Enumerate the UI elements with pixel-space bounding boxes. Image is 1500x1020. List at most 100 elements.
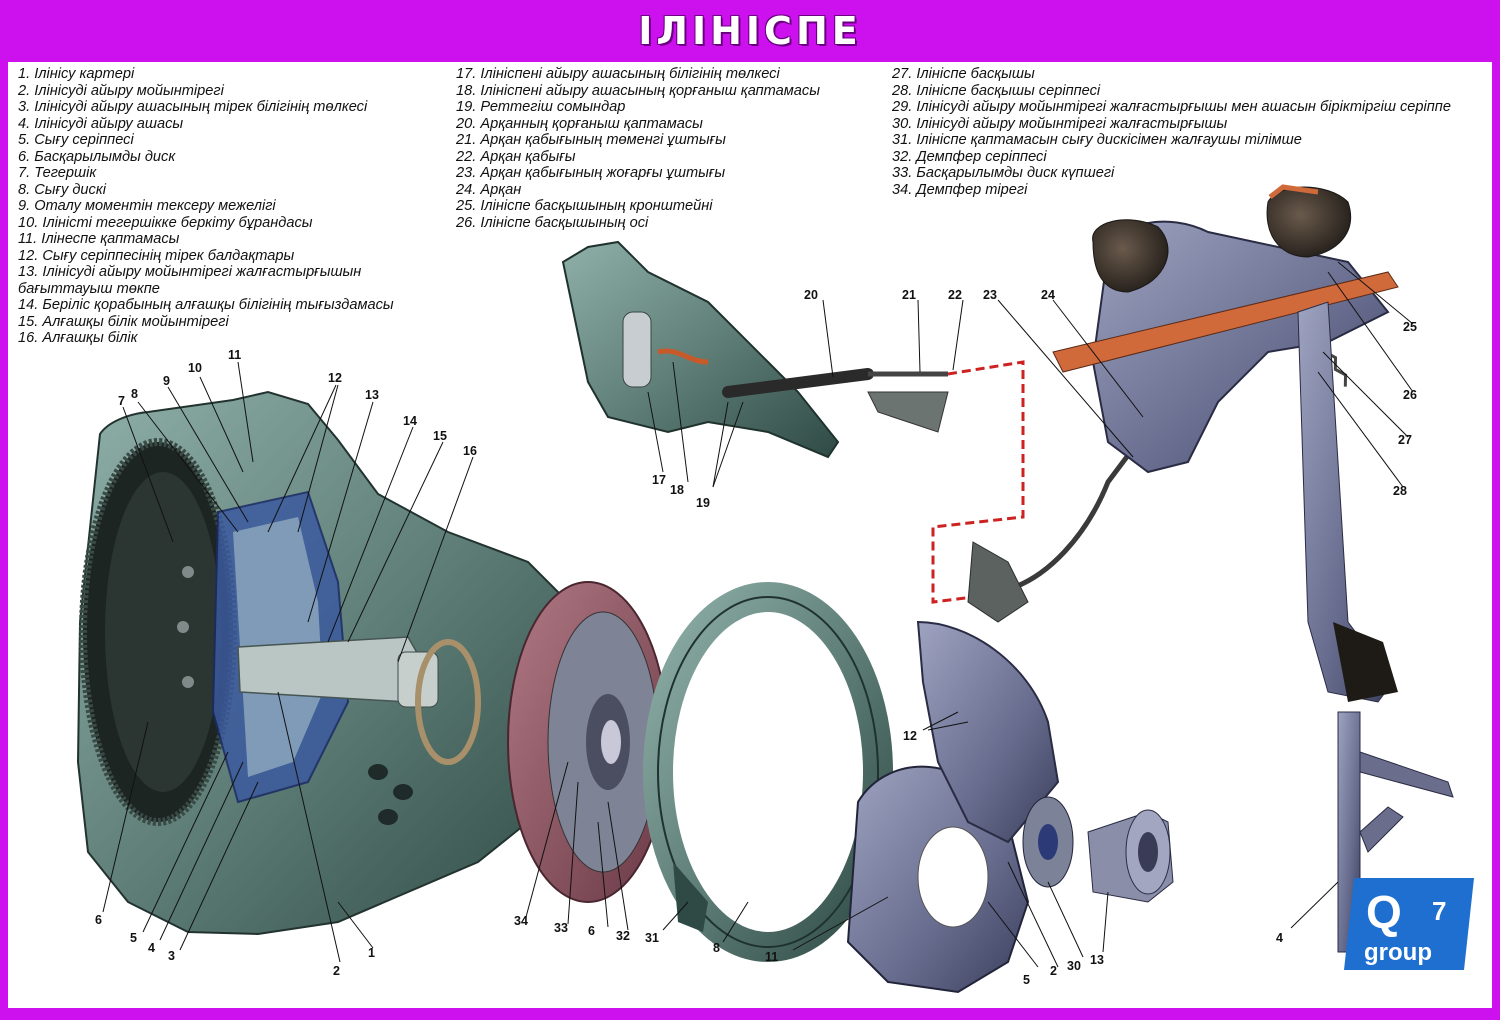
callout-12-spring: 12	[903, 729, 917, 743]
legend-item: 22. Арқан қабығы	[456, 148, 576, 165]
callout-28: 28	[1393, 484, 1407, 498]
legend-item: 18. Ілініспені айыру ашасының қорғаныш қ…	[456, 82, 820, 99]
legend-column-2: 17. Ілініспені айыру ашасының білігінің …	[456, 66, 896, 231]
callout-18: 18	[670, 483, 684, 497]
legend-item: 2. Ілінісуді айыру мойынтірегі	[18, 82, 224, 99]
callout-7: 7	[118, 394, 125, 408]
logo-background	[1344, 878, 1474, 970]
legend-item: 14. Беріліс қорабының алғашқы білігінің …	[18, 297, 394, 313]
callout-2-bearing: 2	[1050, 964, 1057, 978]
callout-5-spring: 5	[1023, 973, 1030, 987]
header-bar: ІЛІНІСПЕ	[0, 0, 1500, 62]
callout-25: 25	[1403, 320, 1417, 334]
callout-19: 19	[696, 496, 710, 510]
callout-14: 14	[403, 414, 417, 428]
callout-9: 9	[163, 374, 170, 388]
callout-26: 26	[1403, 388, 1417, 402]
legend-item: 19. Реттегіш сомындар	[456, 99, 626, 115]
callout-15: 15	[433, 429, 447, 443]
callout-21: 21	[902, 288, 916, 302]
callout-11-cover: 11	[765, 950, 778, 964]
callout-22: 22	[948, 288, 962, 302]
legend-item: 15. Алғашқы білік мойынтірегі	[18, 313, 229, 330]
logo-word: group	[1364, 939, 1432, 966]
page-title: ІЛІНІСПЕ	[638, 9, 862, 53]
callout-17: 17	[652, 473, 666, 487]
callout-6: 6	[95, 913, 102, 927]
callout-1: 1	[368, 946, 375, 960]
callout-16: 16	[463, 444, 477, 458]
callout-4-fork: 4	[1276, 931, 1283, 945]
legend-item: 24. Арқан	[456, 181, 522, 198]
guide-sleeve	[1087, 809, 1174, 903]
diaphragm-spring	[916, 620, 1060, 844]
cable-fork-cover	[561, 240, 949, 459]
legend-item: 21. Арқан қабығының төменгі ұштығы	[456, 132, 726, 148]
callout-33: 33	[554, 921, 568, 935]
legend-item: 4. Ілінісуді айыру ашасы	[18, 115, 184, 132]
legend-item: 5. Сығу серіппесі	[18, 132, 134, 148]
pressure-plate-ring	[643, 582, 893, 962]
callout-23: 23	[983, 288, 997, 302]
callout-8: 8	[131, 387, 138, 401]
legend-item: 17. Ілініспені айыру ашасының білігінің …	[456, 66, 780, 82]
q7-group-logo: Q 7 group	[1344, 878, 1474, 970]
callout-27: 27	[1398, 433, 1412, 447]
callout-8-ring: 8	[713, 941, 720, 955]
legend-item: 8. Сығу дискі	[18, 181, 106, 198]
cable-bracket	[967, 541, 1029, 623]
callout-12: 12	[328, 371, 342, 385]
legend-item: 13. Ілінісуді айыру мойынтірегі жалғасты…	[18, 264, 362, 297]
legend-item: 3. Ілінісуді айыру ашасының тірек білігі…	[18, 99, 368, 115]
callout-31: 31	[645, 931, 659, 945]
legend-item: 26. Ілініспе басқышының осі	[456, 214, 649, 231]
legend-item: 25. Ілініспе басқышының кронштейні	[456, 198, 713, 214]
legend-item: 29. Ілінісуді айыру мойынтірегі жалғасты…	[892, 99, 1451, 115]
legend-item: 9. Оталу моментін тексеру межелігі	[18, 198, 276, 214]
callout-24: 24	[1041, 288, 1055, 302]
callout-5: 5	[130, 931, 137, 945]
legend-item: 12. Сығу серіппесінің тірек балдақтары	[18, 247, 295, 264]
logo-letter: Q	[1366, 886, 1402, 938]
callout-32: 32	[616, 929, 630, 943]
legend-item: 7. Тегершік	[18, 165, 97, 181]
logo-number: 7	[1432, 896, 1446, 926]
legend-item: 30. Ілінісуді айыру мойынтірегі жалғасты…	[892, 115, 1228, 132]
clutch-housing-assembly	[76, 390, 590, 936]
release-bearing	[1022, 796, 1074, 888]
callout-6-disc: 6	[588, 924, 595, 938]
cable-sheath	[997, 440, 1140, 595]
legend-item: 33. Басқарылымды диск күпшегі	[892, 165, 1115, 181]
callout-10: 10	[188, 361, 202, 375]
callout-34: 34	[514, 914, 528, 928]
legend-item: 32. Демпфер серіппесі	[892, 148, 1047, 165]
callout-labels: 7 8 9 10 11 12 13 14 15 16 6 5 4 3 2 1 3…	[95, 288, 1417, 987]
leader-lines	[102, 261, 1414, 968]
legend-item: 27. Ілініспе басқышы	[892, 66, 1035, 82]
callout-30: 30	[1067, 959, 1081, 973]
callout-13: 13	[365, 388, 379, 402]
legend-item: 16. Алғашқы білік	[18, 330, 138, 346]
cable-route-dashed	[931, 360, 1025, 604]
callout-3: 3	[168, 949, 175, 963]
legend-item: 28. Ілініспе басқышы серіппесі	[892, 82, 1101, 99]
legend-item: 11. Ілінеспе қаптамасы	[18, 231, 180, 247]
legend-item: 10. Іліністі тегершікке беркіту бұрандас…	[18, 214, 313, 231]
callout-13-sleeve: 13	[1090, 953, 1104, 967]
driven-disc	[507, 581, 669, 903]
legend-item: 34. Демпфер тірегі	[892, 181, 1028, 198]
legend-item: 31. Ілініспе қаптамасын сығу дискісімен …	[892, 132, 1302, 148]
pedal-bracket-assembly	[1052, 184, 1399, 703]
legend-item: 23. Арқан қабығының жоғарғы ұштығы	[456, 165, 726, 181]
legend-item: 20. Арқанның қорғаныш қаптамасы	[456, 115, 703, 132]
callout-2: 2	[333, 964, 340, 978]
callout-11: 11	[228, 348, 241, 362]
callout-4: 4	[148, 941, 155, 955]
callout-20: 20	[804, 288, 818, 302]
legend-item: 6. Басқарылымды диск	[18, 148, 176, 165]
clutch-illustration: 7 8 9 10 11 12 13 14 15 16 6 5 4 3 2 1 3…	[76, 184, 1454, 994]
legend-item: 1. Ілінісу картері	[18, 66, 135, 82]
